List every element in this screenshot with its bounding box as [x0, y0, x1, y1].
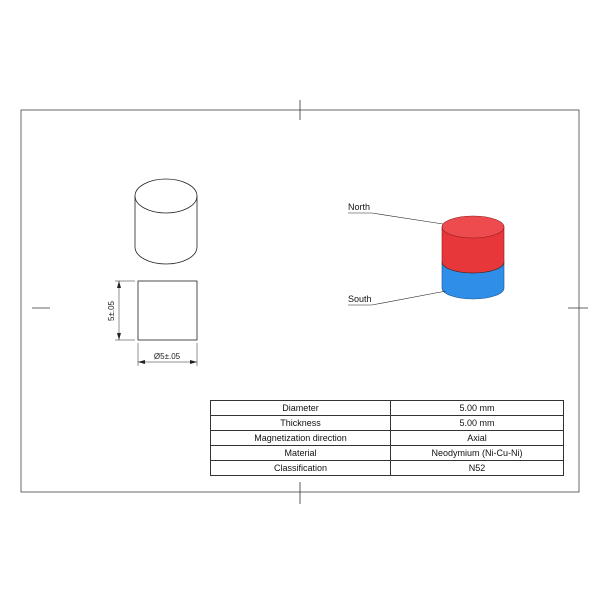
spec-value: Neodymium (Ni-Cu-Ni)	[390, 445, 564, 461]
north-label: North	[348, 202, 370, 212]
spec-value: Axial	[390, 430, 564, 446]
front-view	[115, 280, 198, 366]
table-row: Magnetization direction Axial	[210, 430, 564, 446]
centering-marks	[32, 100, 588, 504]
spec-param: Magnetization direction	[210, 430, 391, 446]
magnet-3d	[441, 215, 505, 300]
north-pole-top	[441, 215, 505, 239]
spec-value: 5.00 mm	[390, 415, 564, 431]
spec-param: Thickness	[210, 415, 391, 431]
table-row: Material Neodymium (Ni-Cu-Ni)	[210, 445, 564, 461]
spec-param: Material	[210, 445, 391, 461]
isometric-view	[134, 178, 198, 265]
specifications-table: Diameter 5.00 mm Thickness 5.00 mm Magne…	[210, 400, 564, 476]
table-row: Thickness 5.00 mm	[210, 415, 564, 431]
table-row: Diameter 5.00 mm	[210, 400, 564, 416]
south-label: South	[348, 294, 372, 304]
spec-param: Diameter	[210, 400, 391, 416]
spec-value: N52	[390, 460, 564, 476]
height-dimension-label: 5±.05	[107, 300, 116, 321]
diameter-dimension-label: Ø5±.05	[154, 352, 181, 361]
pole-leaders	[348, 212, 447, 306]
spec-param: Classification	[210, 460, 391, 476]
spec-value: 5.00 mm	[390, 400, 564, 416]
table-row: Classification N52	[210, 460, 564, 476]
